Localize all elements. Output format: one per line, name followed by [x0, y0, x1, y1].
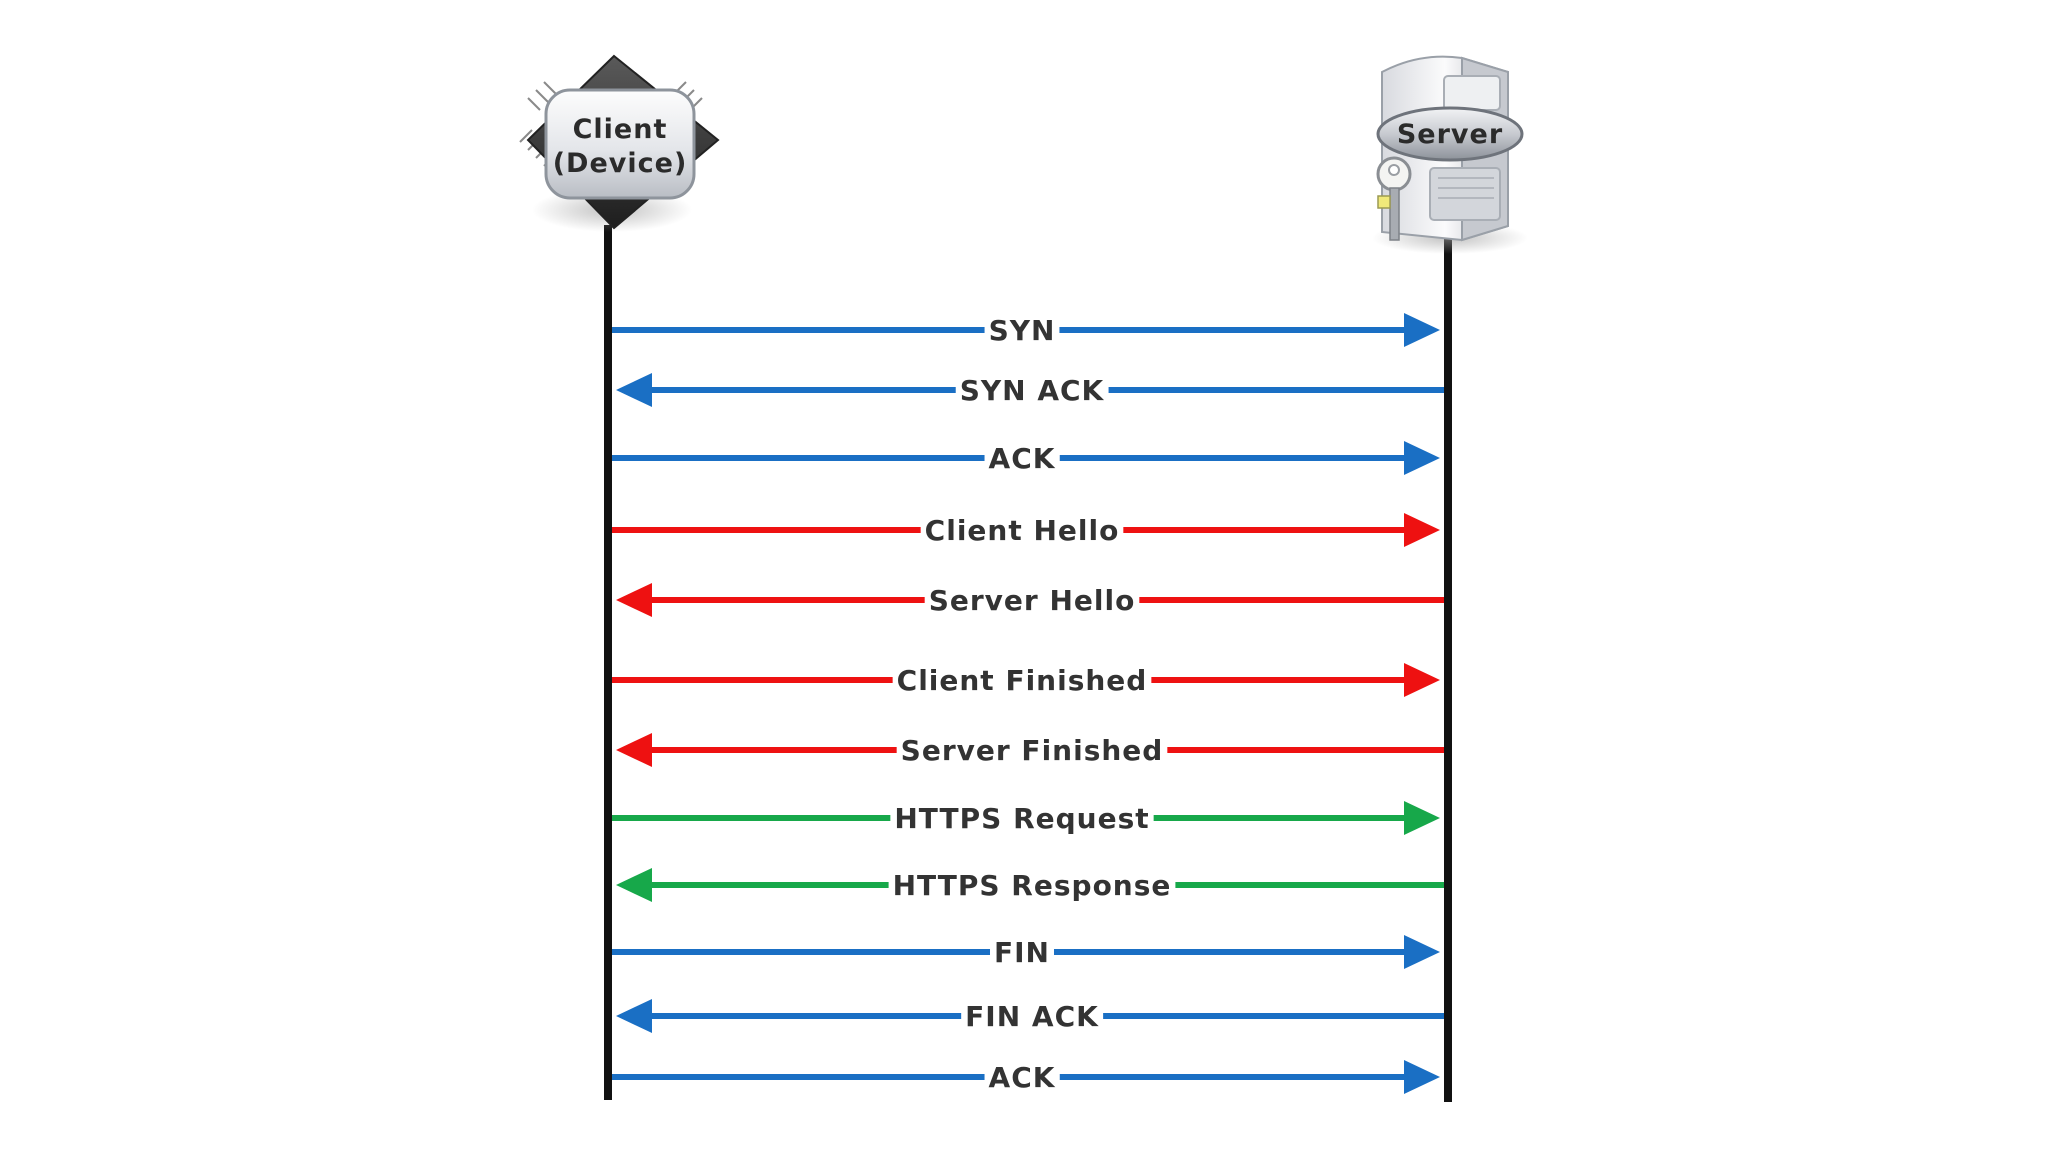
message-label-background [920, 516, 1124, 544]
message-10: FIN [612, 935, 1440, 969]
message-label-background [961, 1002, 1104, 1030]
message-label-background [892, 666, 1152, 694]
arrowhead-icon [616, 583, 652, 617]
client-label-line1: Client [573, 114, 668, 145]
message-label-background [924, 586, 1140, 614]
message-label-background [890, 804, 1154, 832]
arrowhead-icon [1404, 441, 1440, 475]
message-label: FIN [994, 936, 1050, 969]
message-label: ACK [989, 1061, 1056, 1094]
message-label: SYN [989, 314, 1056, 347]
message-3: ACK [612, 441, 1440, 475]
arrowhead-icon [616, 733, 652, 767]
message-label-background [984, 1063, 1060, 1091]
message-label-background [990, 938, 1054, 966]
message-label: FIN ACK [965, 1000, 1099, 1033]
message-4: Client Hello [612, 513, 1440, 547]
message-label: SYN ACK [960, 374, 1105, 407]
message-label: HTTPS Response [893, 869, 1172, 902]
arrowhead-icon [616, 868, 652, 902]
arrowhead-icon [616, 999, 652, 1033]
arrowhead-icon [616, 373, 652, 407]
message-12: ACK [612, 1060, 1440, 1094]
client-device-icon: Client (Device) [519, 54, 720, 232]
message-label: Server Hello [929, 584, 1136, 617]
message-11: FIN ACK [616, 999, 1444, 1033]
server-badge [1376, 106, 1524, 162]
client-label-line2: (Device) [553, 148, 688, 179]
server-label: Server [1397, 119, 1503, 150]
message-label: Client Finished [897, 664, 1148, 697]
key-icon [1376, 156, 1412, 241]
message-label: Client Hello [925, 514, 1120, 547]
message-label: Server Finished [901, 734, 1164, 767]
message-label: ACK [989, 442, 1056, 475]
message-label: HTTPS Request [894, 802, 1149, 835]
arrowhead-icon [1404, 935, 1440, 969]
message-5: Server Hello [616, 583, 1444, 617]
client-device-cap [544, 88, 696, 200]
arrowhead-icon [1404, 801, 1440, 835]
arrowhead-icon [1404, 313, 1440, 347]
message-label-background [955, 376, 1109, 404]
message-label-background [888, 871, 1176, 899]
message-label-background [984, 316, 1060, 344]
arrowhead-icon [1404, 1060, 1440, 1094]
message-9: HTTPS Response [616, 868, 1444, 902]
message-1: SYN [612, 313, 1440, 347]
message-label-background [984, 444, 1060, 472]
message-label-background [896, 736, 1168, 764]
arrowhead-icon [1404, 663, 1440, 697]
server-icon: Server [1372, 55, 1528, 254]
message-6: Client Finished [612, 663, 1440, 697]
arrowhead-icon [1404, 513, 1440, 547]
message-2: SYN ACK [616, 373, 1444, 407]
message-7: Server Finished [616, 733, 1444, 767]
message-8: HTTPS Request [612, 801, 1440, 835]
